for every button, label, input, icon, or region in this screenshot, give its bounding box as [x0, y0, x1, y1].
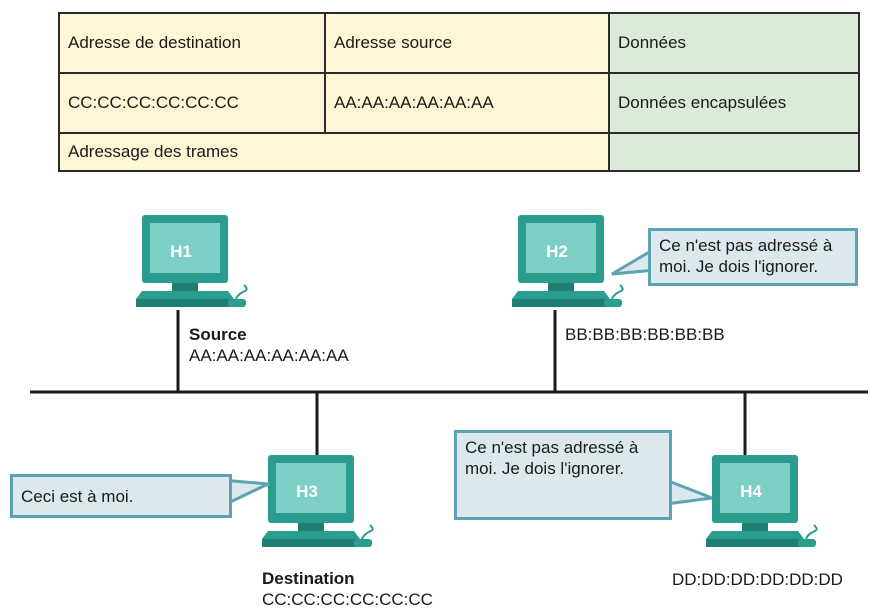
computer-icon — [512, 215, 624, 307]
host-h2-label: H2 — [546, 242, 568, 261]
host-h1: H1 — [136, 215, 256, 325]
host-h4: H4 — [706, 455, 826, 565]
computer-icon — [706, 455, 818, 547]
frame-table: Adresse de destination Adresse source Do… — [58, 12, 860, 172]
value-source-address: AA:AA:AA:AA:AA:AA — [324, 72, 610, 134]
empty-cell — [608, 132, 860, 172]
h1-role: Source — [189, 325, 247, 344]
host-h1-label: H1 — [170, 242, 192, 261]
h1-address-block: Source AA:AA:AA:AA:AA:AA — [189, 324, 349, 366]
h3-speech-bubble: Ceci est à moi. — [10, 474, 232, 518]
header-destination-address: Adresse de destination — [58, 12, 326, 74]
computer-icon — [136, 215, 248, 307]
value-destination-address: CC:CC:CC:CC:CC:CC — [58, 72, 326, 134]
h4-speech-bubble: Ce n'est pas adressé à moi. Je dois l'ig… — [454, 430, 672, 520]
host-h3: H3 — [262, 455, 382, 565]
h3-role: Destination — [262, 569, 355, 588]
h1-mac: AA:AA:AA:AA:AA:AA — [189, 346, 349, 365]
value-data: Données encapsulées — [608, 72, 860, 134]
h3-mac: CC:CC:CC:CC:CC:CC — [262, 590, 433, 609]
h2-mac: BB:BB:BB:BB:BB:BB — [565, 325, 725, 344]
h4-mac: DD:DD:DD:DD:DD:DD — [672, 570, 843, 589]
host-h4-label: H4 — [740, 482, 762, 501]
h3-address-block: Destination CC:CC:CC:CC:CC:CC — [262, 568, 433, 610]
header-source-address: Adresse source — [324, 12, 610, 74]
frame-addressing-label: Adressage des trames — [58, 132, 610, 172]
host-h2: H2 — [512, 215, 632, 325]
computer-icon — [262, 455, 374, 547]
header-data: Données — [608, 12, 860, 74]
h2-address-block: BB:BB:BB:BB:BB:BB — [565, 324, 725, 345]
h4-address-block: DD:DD:DD:DD:DD:DD — [672, 569, 843, 590]
h2-speech-bubble: Ce n'est pas adressé à moi. Je dois l'ig… — [648, 228, 858, 286]
host-h3-label: H3 — [296, 482, 318, 501]
